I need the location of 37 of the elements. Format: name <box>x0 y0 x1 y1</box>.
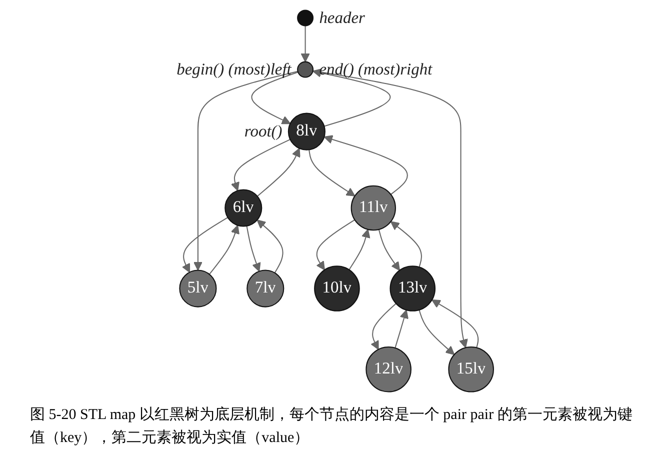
node-annotation: root() <box>244 122 282 141</box>
node-annotation: begin() (most)left <box>176 60 292 79</box>
figure-caption: 图 5-20 STL map 以红黑树为底层机制，每个节点的内容是一个 pair pair 的第一元素被视为键值（key），第二元素被视为实值（value） <box>30 405 634 448</box>
arrow <box>378 229 400 271</box>
arrow <box>316 219 356 270</box>
node-circle <box>297 61 314 78</box>
node-circle: 7lv <box>246 270 284 308</box>
node-circle: 12lv <box>366 346 412 392</box>
node-circle: 6lv <box>224 189 262 227</box>
arrow <box>300 26 310 62</box>
arrow <box>182 217 228 273</box>
arrow <box>193 70 298 271</box>
arrow <box>432 299 479 348</box>
arrow <box>312 68 391 127</box>
node-annotation: header <box>319 8 365 28</box>
node-circle: 15lv <box>448 346 494 392</box>
arrow <box>390 221 422 268</box>
node-annotation: end() (most)right <box>319 60 432 79</box>
node-circle <box>297 10 314 26</box>
arrow <box>257 148 300 197</box>
node-circle: 8lv <box>288 112 326 150</box>
arrow <box>370 303 396 350</box>
arrow <box>208 224 240 275</box>
arrow <box>394 310 408 348</box>
arrow <box>312 70 468 348</box>
node-circle: 11lv <box>350 185 396 231</box>
arrow <box>348 228 370 270</box>
arrow <box>246 226 261 272</box>
arrow <box>324 135 408 195</box>
arrow <box>308 150 356 196</box>
arrow <box>230 138 290 192</box>
node-circle: 10lv <box>314 266 360 312</box>
arrow <box>251 72 298 124</box>
arrow <box>418 310 455 356</box>
node-circle: 13lv <box>390 266 436 312</box>
arrow <box>256 220 284 274</box>
node-circle: 5lv <box>179 270 217 308</box>
